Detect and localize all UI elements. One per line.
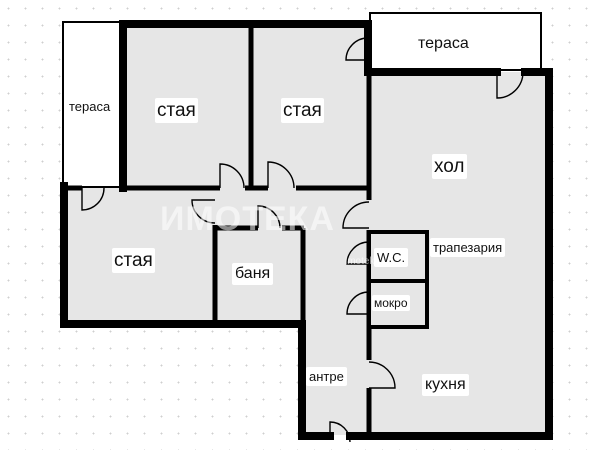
door-wet-room <box>346 291 370 315</box>
door-room-left <box>191 199 216 224</box>
fill-entrance <box>298 228 370 435</box>
door-hall <box>342 201 370 229</box>
door-swings <box>81 37 524 443</box>
label-kitchen: кухня <box>422 374 469 396</box>
door-terrace-top-right <box>496 71 524 99</box>
label-room-left: стая <box>112 248 155 273</box>
label-bathroom: баня <box>232 263 274 285</box>
label-wc: W.C. <box>374 248 409 267</box>
door-wc <box>346 241 370 265</box>
wall-south-east <box>346 68 553 440</box>
door-terrace-top <box>345 37 369 61</box>
service-rooms <box>367 230 429 329</box>
label-room-top-left: стая <box>155 98 198 123</box>
label-wet-room: мокро <box>372 295 410 311</box>
label-terrace-left: тераса <box>66 97 114 116</box>
door-room-top-left <box>219 163 245 189</box>
watermark-url: imoteka.bg <box>345 256 394 267</box>
door-entrance <box>329 421 351 443</box>
door-kitchen <box>368 361 396 389</box>
label-dining: трапезария <box>430 238 506 257</box>
label-entrance: антре <box>306 367 347 386</box>
label-terrace-top: тераса <box>415 33 472 55</box>
label-hall: хол <box>432 154 467 179</box>
door-room-top-mid <box>267 161 295 189</box>
door-bathroom <box>257 205 281 229</box>
door-terrace-left <box>81 187 105 211</box>
label-room-top-mid: стая <box>281 98 324 123</box>
watermark-brand: ИМОТЕКА <box>160 200 335 238</box>
